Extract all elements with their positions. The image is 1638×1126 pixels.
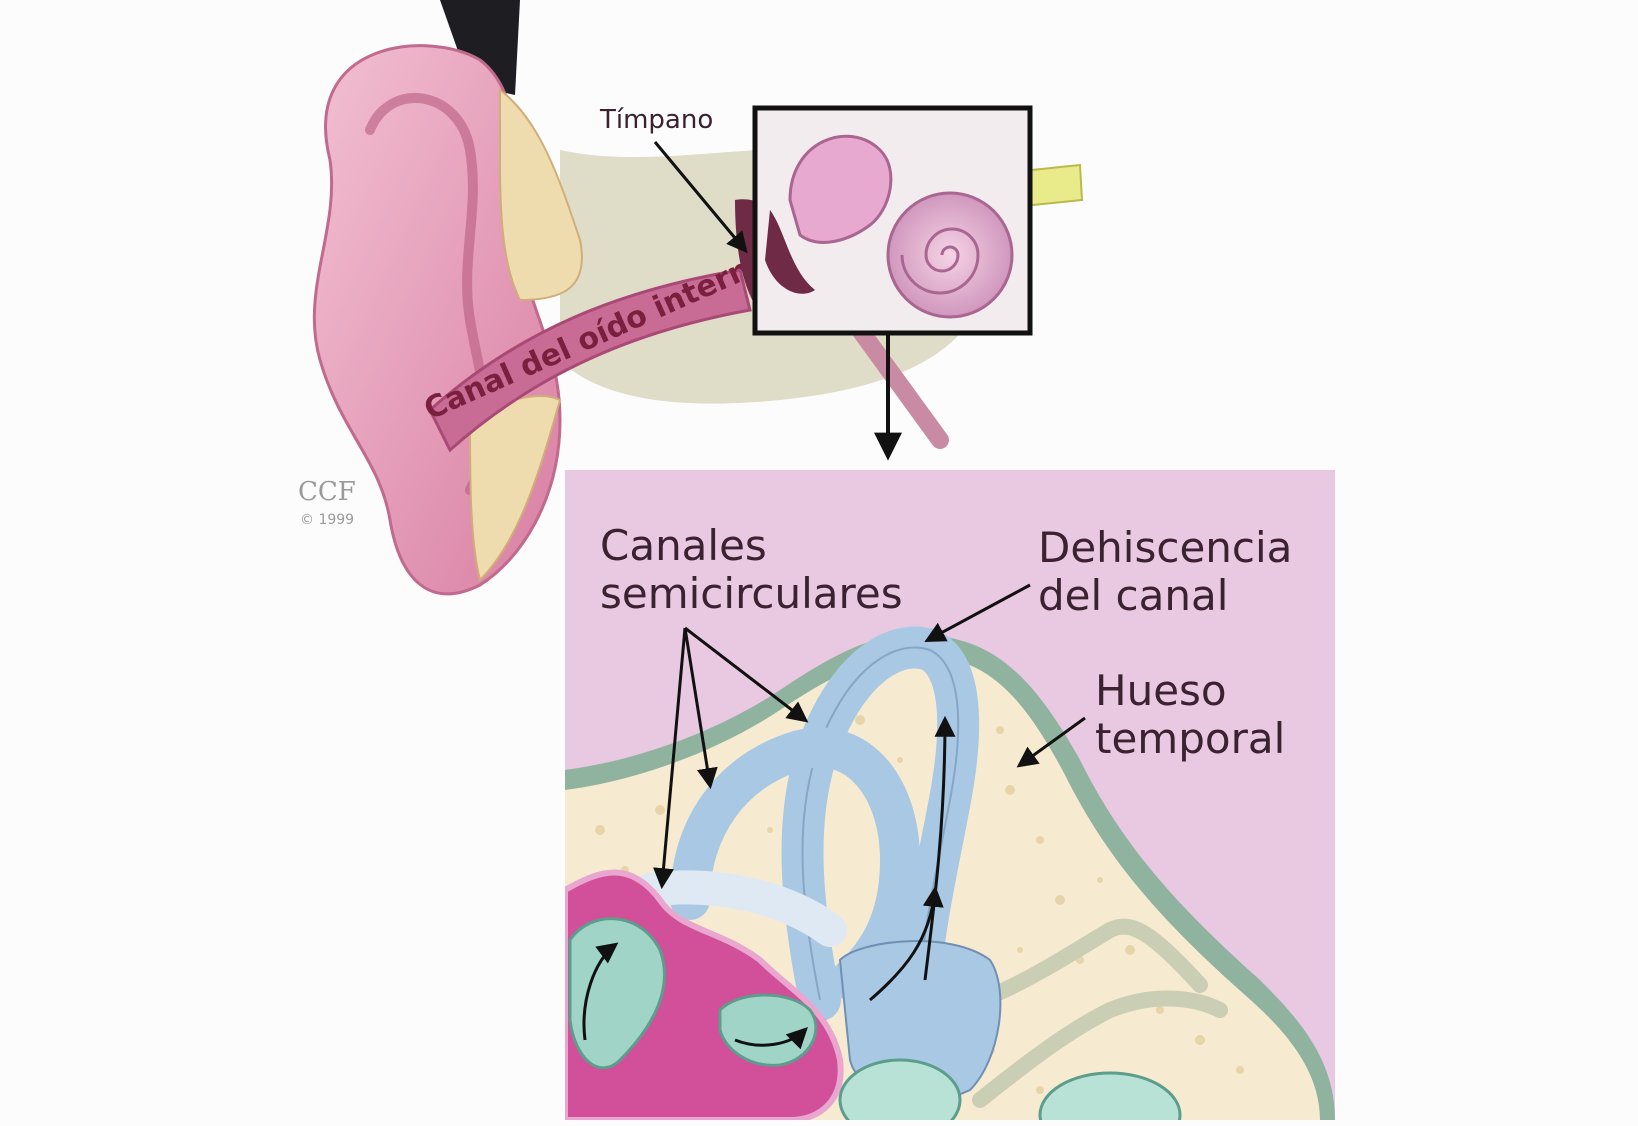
hueso-pointer	[1016, 716, 1086, 768]
utricle-teal	[568, 917, 666, 1070]
label-canales-line1: Canales	[600, 521, 767, 570]
cochlea-spiral	[900, 227, 980, 295]
timpano-pointer-arrow	[653, 141, 748, 254]
outer-ear-illustration: Canal del oído interno Tímpano CCF © 199…	[298, 0, 1084, 596]
saccule-arrow	[734, 1027, 808, 1050]
cartilage-shape	[499, 87, 583, 302]
utricle-arrow	[582, 942, 619, 1041]
flow-arrow-posterior	[869, 885, 944, 1002]
posterior-canal	[670, 727, 921, 1000]
label-canales-line2: semicirculares	[600, 569, 903, 618]
hair-shape	[440, 0, 520, 95]
label-timpano: Tímpano	[599, 105, 713, 135]
flow-arrow-superior	[923, 715, 956, 981]
canales-pointer-1	[653, 627, 687, 890]
label-hueso-line2: temporal	[1095, 714, 1285, 763]
cartilage-lower	[468, 395, 562, 582]
detail-inset: Canales semicirculares Dehiscencia del c…	[565, 470, 1335, 1120]
ear-canal-shape	[428, 268, 752, 453]
vestibule-small	[788, 134, 893, 244]
inner-ear-small	[765, 134, 1014, 319]
cochlea-small	[886, 191, 1014, 319]
canales-pointer-3	[684, 626, 809, 723]
dehiscencia-pointer	[924, 583, 1031, 642]
cochlear-duct-teal	[838, 1058, 962, 1120]
label-hueso-line1: Hueso	[1095, 666, 1227, 715]
nerve-branch-2	[972, 990, 1228, 1108]
label-dehiscencia-line1: Dehiscencia	[1038, 523, 1292, 572]
horizontal-canal	[633, 870, 847, 947]
canales-pointer-2	[683, 627, 718, 790]
ossicles-small	[765, 210, 815, 294]
credit-logo: CCF	[298, 477, 356, 507]
label-dehiscencia-line2: del canal	[1038, 571, 1228, 620]
eustachian-tube	[851, 321, 949, 449]
credit-copyright: © 1999	[300, 512, 354, 528]
cochlear-duct-teal-2	[1038, 1071, 1182, 1120]
